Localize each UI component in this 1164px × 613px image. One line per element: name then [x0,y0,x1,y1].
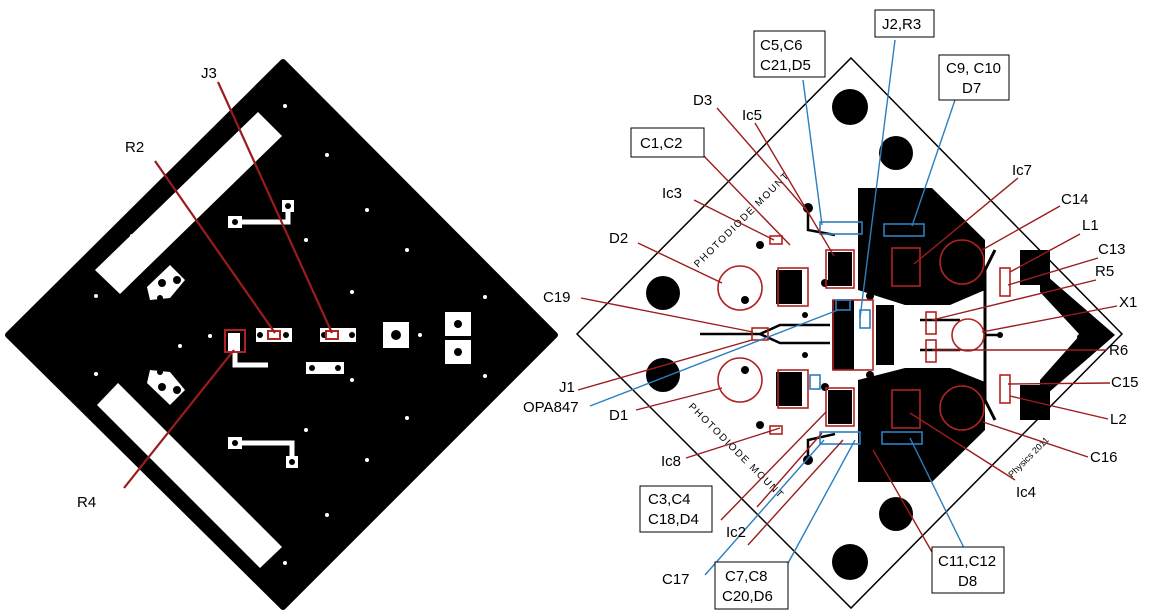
label-C11C12: C11,C12 [938,553,996,570]
label-J1: J1 [559,379,575,396]
label-R5: R5 [1095,263,1114,280]
label-D2: D2 [609,230,628,247]
label-C18D4: C18,D4 [648,511,699,528]
label-L2: L2 [1110,411,1127,428]
label-Ic8: Ic8 [661,453,681,470]
label-D3: D3 [693,92,712,109]
label-C5C6: C5,C6 [760,37,803,54]
label-C15: C15 [1111,374,1139,391]
label-R2: R2 [125,139,144,156]
label-J2R3: J2,R3 [882,16,921,33]
label-D1: D1 [609,407,628,424]
label-R4: R4 [77,494,96,511]
right-pcb: PHOTODIODE MOUNT PHOTODIODE MOUNT Physic… [523,9,1139,610]
label-D7: D7 [962,80,981,97]
label-C19: C19 [543,289,571,306]
label-Ic5: Ic5 [742,107,762,124]
label-C14: C14 [1061,191,1089,208]
label-C16: C16 [1090,449,1118,466]
label-C20D6: C20,D6 [722,588,773,605]
label-C3C4: C3,C4 [648,491,691,508]
label-D8: D8 [958,573,977,590]
label-X1: X1 [1119,294,1137,311]
left-pcb: J3 R2 R4 [5,59,558,610]
label-C9C10: C9, C10 [946,60,1001,77]
label-C17: C17 [662,571,690,588]
label-L1: L1 [1082,217,1099,234]
label-OPA847: OPA847 [523,399,579,416]
label-C1C2: C1,C2 [640,135,683,152]
label-Ic2: Ic2 [726,524,746,541]
label-Ic3: Ic3 [662,185,682,202]
label-J3: J3 [201,65,217,82]
label-Ic7: Ic7 [1012,162,1032,179]
label-C7C8: C7,C8 [725,568,768,585]
label-C13: C13 [1098,241,1126,258]
top-cutout [95,112,282,294]
label-R6: R6 [1109,342,1128,359]
bottom-cutout [97,383,282,568]
label-C21D5: C21,D5 [760,57,811,74]
label-Ic4: Ic4 [1016,484,1036,501]
